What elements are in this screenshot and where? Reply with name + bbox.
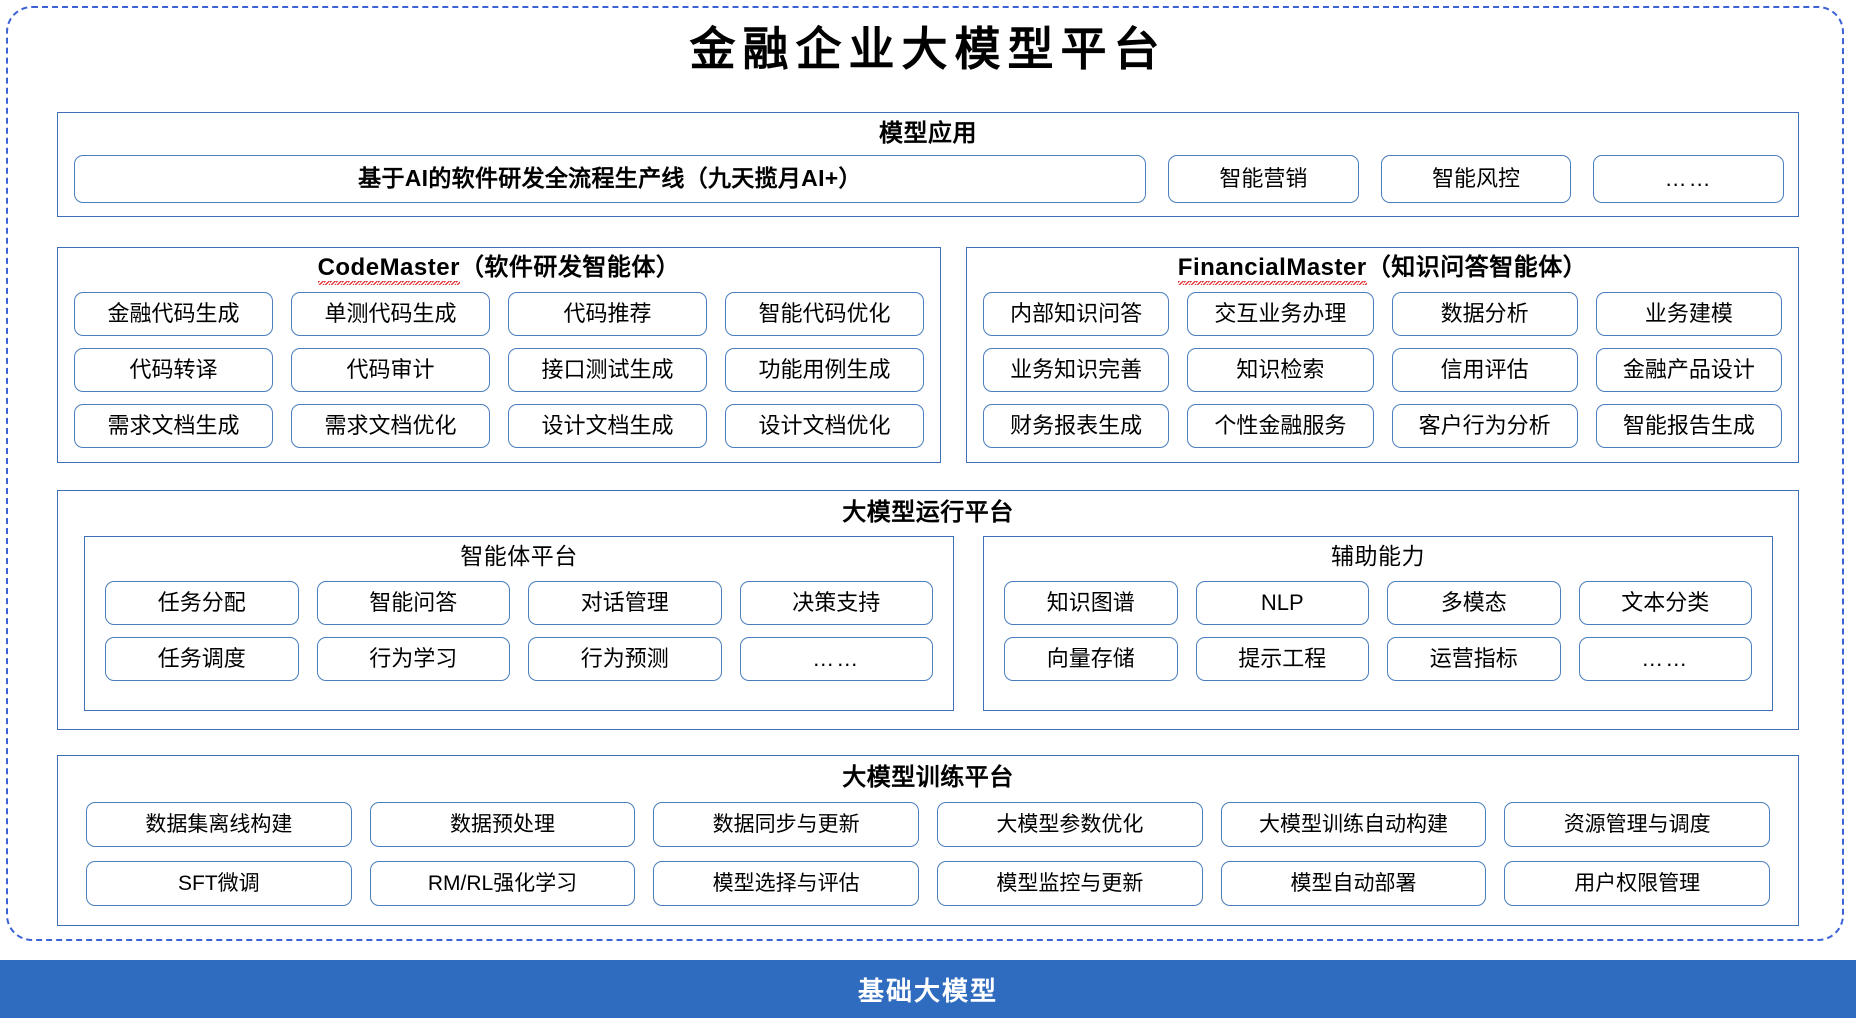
financialmaster-chip-1-4[interactable]: 业务建模	[1595, 292, 1782, 336]
codemaster-row-3: 需求文档生成 需求文档优化 设计文档生成 设计文档优化	[74, 404, 924, 448]
financialmaster-chip-2-3[interactable]: 信用评估	[1391, 348, 1578, 392]
app-chip-risk-control[interactable]: 智能风控	[1380, 155, 1572, 203]
training-chip-2-3[interactable]: 模型选择与评估	[653, 861, 920, 906]
financialmaster-chip-3-3[interactable]: 客户行为分析	[1391, 404, 1578, 448]
page-title: 金融企业大模型平台	[689, 22, 1167, 76]
training-chip-2-4[interactable]: 模型监控与更新	[937, 861, 1203, 906]
financialmaster-chip-2-1[interactable]: 业务知识完善	[983, 348, 1170, 392]
financialmaster-row-3: 财务报表生成 个性金融服务 客户行为分析 智能报告生成	[983, 404, 1782, 448]
section-title-runtime-platform: 大模型运行平台	[842, 499, 1014, 526]
auxiliary-chip-2-2[interactable]: 提示工程	[1195, 637, 1369, 681]
codemaster-grid: 金融代码生成 单测代码生成 代码推荐 智能代码优化 代码转译 代码审计 接口测试…	[74, 292, 924, 448]
auxiliary-chip-2-3[interactable]: 运营指标	[1387, 637, 1561, 681]
training-chip-1-4[interactable]: 大模型参数优化	[937, 802, 1203, 847]
codemaster-chip-3-3[interactable]: 设计文档生成	[508, 404, 707, 448]
section-title-financialmaster: FinancialMaster（知识问答智能体）	[967, 254, 1798, 285]
training-chip-2-1[interactable]: SFT微调	[86, 861, 352, 906]
codemaster-chip-1-4[interactable]: 智能代码优化	[725, 292, 924, 336]
subsection-title-agent-platform: 智能体平台	[460, 543, 578, 569]
financialmaster-chip-3-2[interactable]: 个性金融服务	[1187, 404, 1374, 448]
financialmaster-chip-3-4[interactable]: 智能报告生成	[1595, 404, 1782, 448]
codemaster-chip-3-4[interactable]: 设计文档优化	[725, 404, 924, 448]
auxiliary-chip-1-2[interactable]: NLP	[1195, 581, 1369, 625]
section-training-platform: 大模型训练平台 数据集离线构建 数据预处理 数据同步与更新 大模型参数优化 大模…	[57, 755, 1799, 926]
subsection-auxiliary-capability: 辅助能力 知识图谱 NLP 多模态 文本分类 向量存储 提示工程 运营指标 ……	[983, 536, 1773, 711]
section-codemaster: CodeMaster（软件研发智能体） 金融代码生成 单测代码生成 代码推荐 智…	[57, 247, 941, 463]
agent-platform-chip-1-2[interactable]: 智能问答	[316, 581, 510, 625]
model-applications-row: 基于AI的软件研发全流程生产线（九天揽月AI+） 智能营销 智能风控 ……	[74, 155, 1785, 203]
financialmaster-row-1: 内部知识问答 交互业务办理 数据分析 业务建模	[983, 292, 1782, 336]
diagram-outer-frame	[6, 6, 1844, 941]
app-chip-marketing[interactable]: 智能营销	[1168, 155, 1359, 203]
auxiliary-row-2: 向量存储 提示工程 运营指标 ……	[1004, 637, 1752, 681]
training-chip-1-1[interactable]: 数据集离线构建	[86, 802, 352, 847]
codemaster-name: CodeMaster	[317, 254, 461, 285]
training-row-1: 数据集离线构建 数据预处理 数据同步与更新 大模型参数优化 大模型训练自动构建 …	[86, 802, 1771, 847]
codemaster-chip-1-1[interactable]: 金融代码生成	[74, 292, 273, 336]
app-chip-primary[interactable]: 基于AI的软件研发全流程生产线（九天揽月AI+）	[74, 155, 1146, 203]
financialmaster-chip-2-2[interactable]: 知识检索	[1187, 348, 1374, 392]
training-chip-2-5[interactable]: 模型自动部署	[1220, 861, 1487, 906]
training-chip-1-5[interactable]: 大模型训练自动构建	[1220, 802, 1487, 847]
auxiliary-chip-1-1[interactable]: 知识图谱	[1004, 581, 1178, 625]
section-runtime-platform: 大模型运行平台 智能体平台 任务分配 智能问答 对话管理 决策支持 任务调度 行…	[57, 490, 1799, 730]
auxiliary-chip-2-1[interactable]: 向量存储	[1004, 637, 1178, 681]
agent-platform-chip-2-4-more[interactable]: ……	[739, 637, 933, 681]
financialmaster-suffix: （知识问答智能体）	[1366, 254, 1588, 281]
codemaster-chip-3-2[interactable]: 需求文档优化	[291, 404, 490, 448]
financialmaster-chip-3-1[interactable]: 财务报表生成	[983, 404, 1170, 448]
auxiliary-chip-2-4-more[interactable]: ……	[1578, 637, 1752, 681]
agent-platform-chip-1-4[interactable]: 决策支持	[739, 581, 933, 625]
subsection-agent-platform: 智能体平台 任务分配 智能问答 对话管理 决策支持 任务调度 行为学习 行为预测…	[84, 536, 954, 711]
financialmaster-chip-2-4[interactable]: 金融产品设计	[1595, 348, 1782, 392]
codemaster-chip-2-3[interactable]: 接口测试生成	[508, 348, 707, 392]
auxiliary-capability-grid: 知识图谱 NLP 多模态 文本分类 向量存储 提示工程 运营指标 ……	[1004, 581, 1752, 681]
auxiliary-row-1: 知识图谱 NLP 多模态 文本分类	[1004, 581, 1752, 625]
agent-platform-chip-1-1[interactable]: 任务分配	[105, 581, 299, 625]
financialmaster-chip-1-1[interactable]: 内部知识问答	[983, 292, 1170, 336]
financialmaster-name: FinancialMaster	[1177, 254, 1367, 285]
training-chip-1-2[interactable]: 数据预处理	[369, 802, 636, 847]
section-model-applications: 模型应用 基于AI的软件研发全流程生产线（九天揽月AI+） 智能营销 智能风控 …	[57, 112, 1799, 217]
codemaster-chip-1-3[interactable]: 代码推荐	[508, 292, 707, 336]
financialmaster-chip-1-2[interactable]: 交互业务办理	[1187, 292, 1374, 336]
training-row-2: SFT微调 RM/RL强化学习 模型选择与评估 模型监控与更新 模型自动部署 用…	[86, 861, 1771, 906]
training-platform-grid: 数据集离线构建 数据预处理 数据同步与更新 大模型参数优化 大模型训练自动构建 …	[86, 802, 1771, 906]
section-title-training-platform: 大模型训练平台	[842, 764, 1014, 791]
section-financialmaster: FinancialMaster（知识问答智能体） 内部知识问答 交互业务办理 数…	[966, 247, 1799, 463]
training-chip-1-3[interactable]: 数据同步与更新	[653, 802, 920, 847]
agent-platform-grid: 任务分配 智能问答 对话管理 决策支持 任务调度 行为学习 行为预测 ……	[105, 581, 933, 681]
section-title-model-applications: 模型应用	[879, 120, 977, 147]
codemaster-chip-1-2[interactable]: 单测代码生成	[291, 292, 490, 336]
codemaster-chip-3-1[interactable]: 需求文档生成	[74, 404, 273, 448]
app-chip-more[interactable]: ……	[1593, 155, 1785, 203]
base-model-bar: 基础大模型	[0, 960, 1856, 1018]
financialmaster-row-2: 业务知识完善 知识检索 信用评估 金融产品设计	[983, 348, 1782, 392]
base-model-label: 基础大模型	[857, 975, 998, 1006]
financialmaster-grid: 内部知识问答 交互业务办理 数据分析 业务建模 业务知识完善 知识检索 信用评估…	[983, 292, 1782, 448]
agent-platform-chip-2-1[interactable]: 任务调度	[105, 637, 299, 681]
section-title-codemaster: CodeMaster（软件研发智能体）	[58, 254, 940, 285]
training-chip-2-6[interactable]: 用户权限管理	[1504, 861, 1771, 906]
codemaster-row-2: 代码转译 代码审计 接口测试生成 功能用例生成	[74, 348, 924, 392]
agent-platform-row-1: 任务分配 智能问答 对话管理 决策支持	[105, 581, 933, 625]
agent-platform-row-2: 任务调度 行为学习 行为预测 ……	[105, 637, 933, 681]
agent-platform-chip-1-3[interactable]: 对话管理	[528, 581, 722, 625]
financialmaster-chip-1-3[interactable]: 数据分析	[1391, 292, 1578, 336]
subsection-title-auxiliary-capability: 辅助能力	[1331, 543, 1425, 569]
auxiliary-chip-1-4[interactable]: 文本分类	[1578, 581, 1752, 625]
codemaster-row-1: 金融代码生成 单测代码生成 代码推荐 智能代码优化	[74, 292, 924, 336]
auxiliary-chip-1-3[interactable]: 多模态	[1387, 581, 1561, 625]
training-chip-1-6[interactable]: 资源管理与调度	[1504, 802, 1771, 847]
agent-platform-chip-2-3[interactable]: 行为预测	[528, 637, 722, 681]
training-chip-2-2[interactable]: RM/RL强化学习	[369, 861, 636, 906]
codemaster-chip-2-4[interactable]: 功能用例生成	[725, 348, 924, 392]
codemaster-chip-2-1[interactable]: 代码转译	[74, 348, 273, 392]
codemaster-chip-2-2[interactable]: 代码审计	[291, 348, 490, 392]
agent-platform-chip-2-2[interactable]: 行为学习	[316, 637, 510, 681]
codemaster-suffix: （软件研发智能体）	[459, 254, 681, 281]
